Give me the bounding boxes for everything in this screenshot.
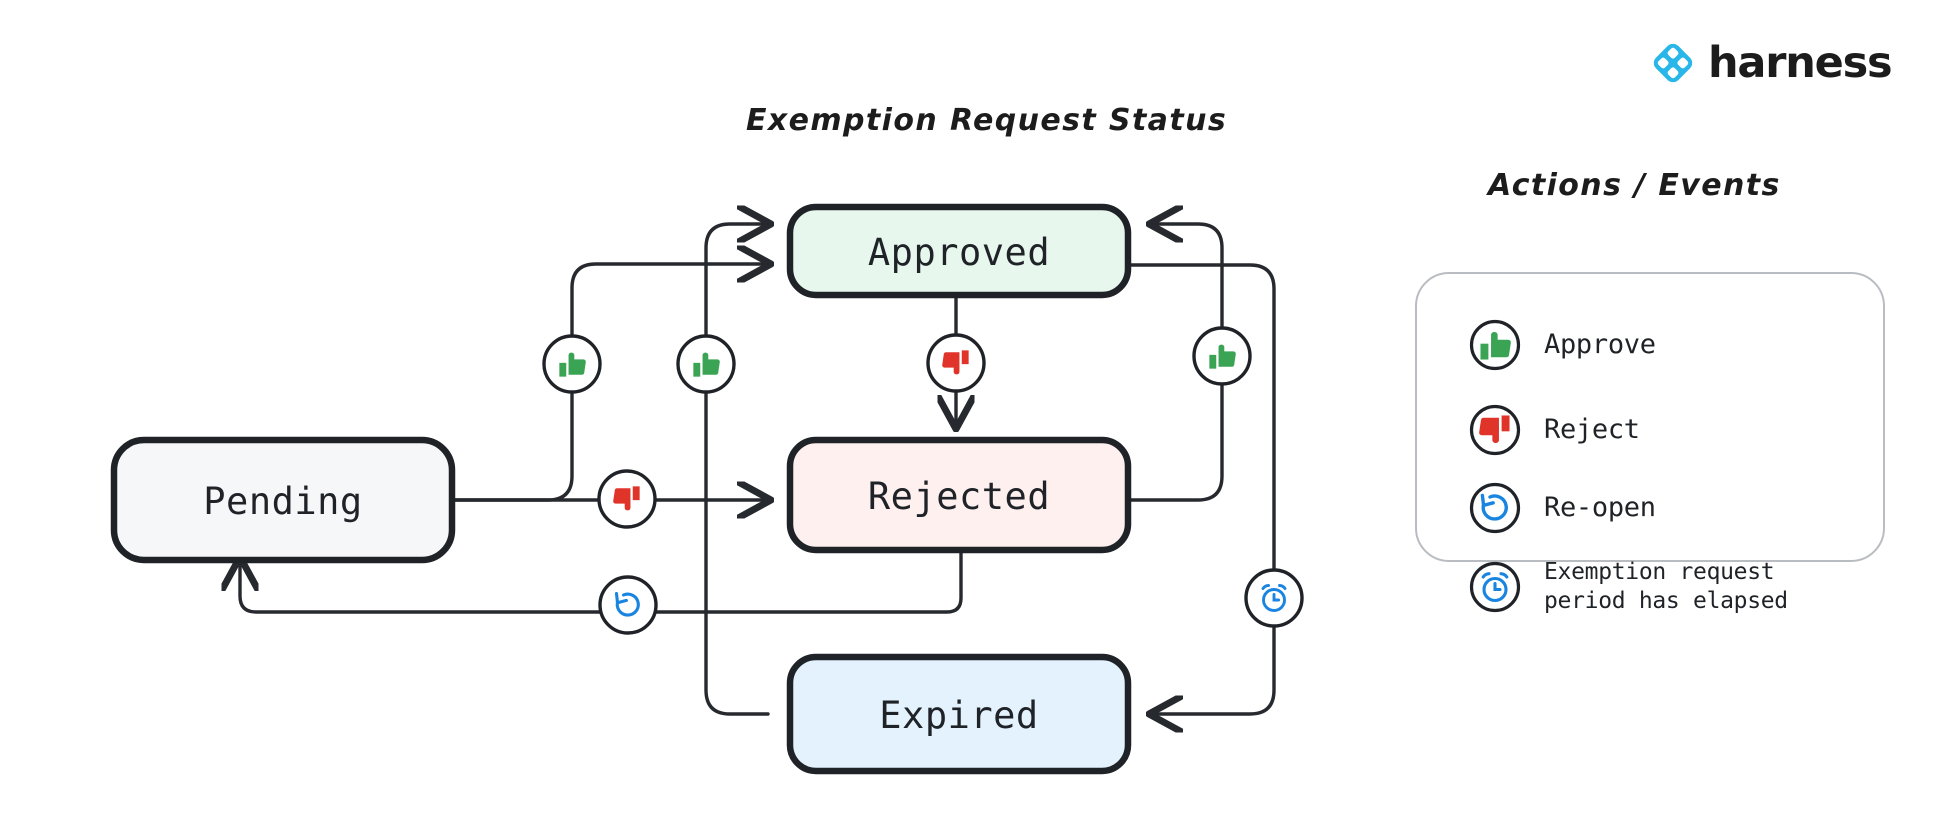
node-pending-box[interactable] (110, 436, 456, 564)
legend-label-reopen: Re-open (1544, 492, 1656, 524)
node-label-pending: Pending (203, 480, 363, 523)
edge-expired-to-approved (704, 224, 768, 716)
legend-label-elapsed: Exemption request period has elapsed (1544, 559, 1788, 614)
legend-item-elapsed[interactable]: Exemption request period has elapsed (1468, 558, 1788, 616)
legend-title: Actions / Events (1488, 168, 1781, 203)
alarm-clock-icon (1261, 584, 1287, 612)
edge-approved-to-expired (1126, 263, 1276, 714)
node-layer (110, 203, 1132, 775)
edge-badge-approve-expired[interactable] (676, 334, 736, 394)
thumbs-up-icon (1468, 318, 1522, 372)
alarm-clock-icon (1468, 560, 1522, 614)
harness-diamond-logo (1653, 43, 1693, 83)
edge-badge-approve-pending[interactable] (542, 334, 602, 394)
harness-wordmark: harness (1708, 37, 1893, 88)
reopen-icon (1468, 481, 1522, 535)
node-expired-box[interactable] (786, 653, 1132, 775)
edge-badge-reject-pending[interactable] (597, 469, 657, 529)
reopen-icon (614, 591, 640, 617)
harness-logo: harness (1650, 37, 1893, 88)
thumbs-up-icon (693, 352, 720, 377)
thumbs-down-icon (1468, 403, 1522, 457)
legend-item-reject[interactable]: Reject (1468, 403, 1640, 457)
edge-badge-reject-approved[interactable] (926, 333, 986, 393)
edge-badge-elapsed[interactable] (1244, 568, 1304, 628)
node-label-expired: Expired (879, 694, 1039, 737)
diagram-title: Exemption Request Status (746, 103, 1228, 138)
node-approved-box[interactable] (786, 203, 1132, 299)
edge-badge-reopen[interactable] (598, 575, 658, 635)
thumbs-up-icon (559, 352, 586, 377)
thumbs-up-icon (1209, 344, 1236, 369)
node-rejected-box[interactable] (786, 436, 1132, 554)
legend-item-approve[interactable]: Approve (1468, 318, 1656, 372)
edge-badge-approve-rejected[interactable] (1192, 326, 1252, 386)
node-label-approved: Approved (867, 231, 1051, 274)
legend-item-reopen[interactable]: Re-open (1468, 481, 1656, 535)
thumbs-down-icon (613, 486, 640, 511)
node-label-rejected: Rejected (867, 475, 1051, 518)
thumbs-down-icon (942, 350, 969, 375)
legend-label-reject: Reject (1544, 414, 1640, 446)
legend-label-approve: Approve (1544, 329, 1656, 361)
